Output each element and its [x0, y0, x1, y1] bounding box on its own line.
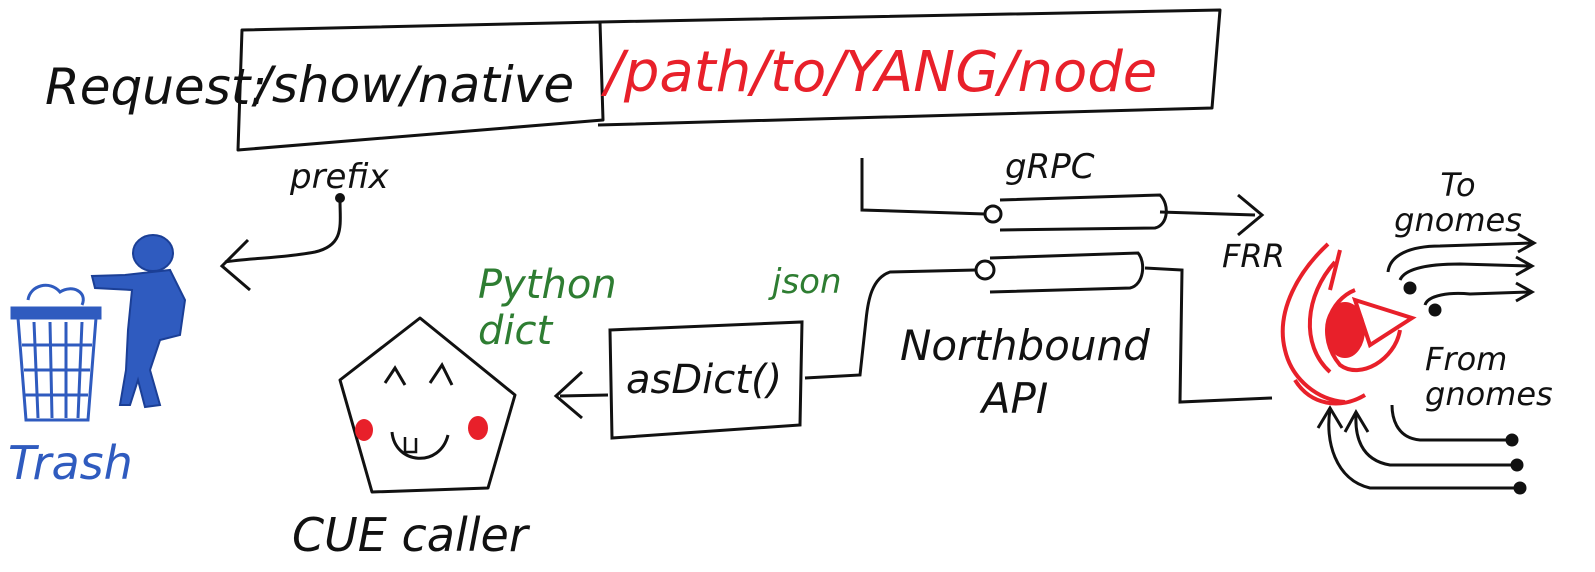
request-prefix-box	[236, 20, 605, 152]
pentagon-face-icon	[338, 316, 517, 494]
prefix-label: prefix	[290, 157, 389, 197]
cue-caller-label: CUE caller	[292, 508, 528, 562]
python-dict-label: Python dict	[478, 262, 617, 354]
northbound-api-label: Northbound API	[900, 321, 1150, 423]
trash-can-icon	[10, 283, 102, 422]
to-gnomes-arrows	[1386, 232, 1538, 317]
frr-label: FRR	[1222, 237, 1285, 275]
trash-label: Trash	[8, 436, 133, 490]
frr-swirl-icon	[1280, 242, 1417, 406]
to-gnomes-label: To gnomes	[1394, 166, 1522, 240]
request-label: Request:	[45, 58, 268, 116]
as-dict-to-caller-arrow	[553, 370, 609, 420]
from-gnomes-arrows	[1316, 404, 1527, 495]
as-dict-label: asDict()	[626, 357, 783, 403]
grpc-label: gRPC	[1005, 147, 1095, 187]
as-dict-box	[608, 320, 804, 440]
request-yang-box	[597, 8, 1222, 127]
person-icon	[90, 234, 187, 409]
request-yang-path: /path/to/YANG/node	[605, 40, 1158, 105]
prefix-discard-arrow	[219, 193, 345, 292]
request-prefix-path: /show/native	[255, 56, 575, 114]
grpc-connector	[860, 158, 1265, 237]
northbound-connector	[804, 251, 1273, 404]
from-gnomes-label: From gnomes	[1425, 340, 1553, 414]
json-label: json	[772, 262, 842, 302]
